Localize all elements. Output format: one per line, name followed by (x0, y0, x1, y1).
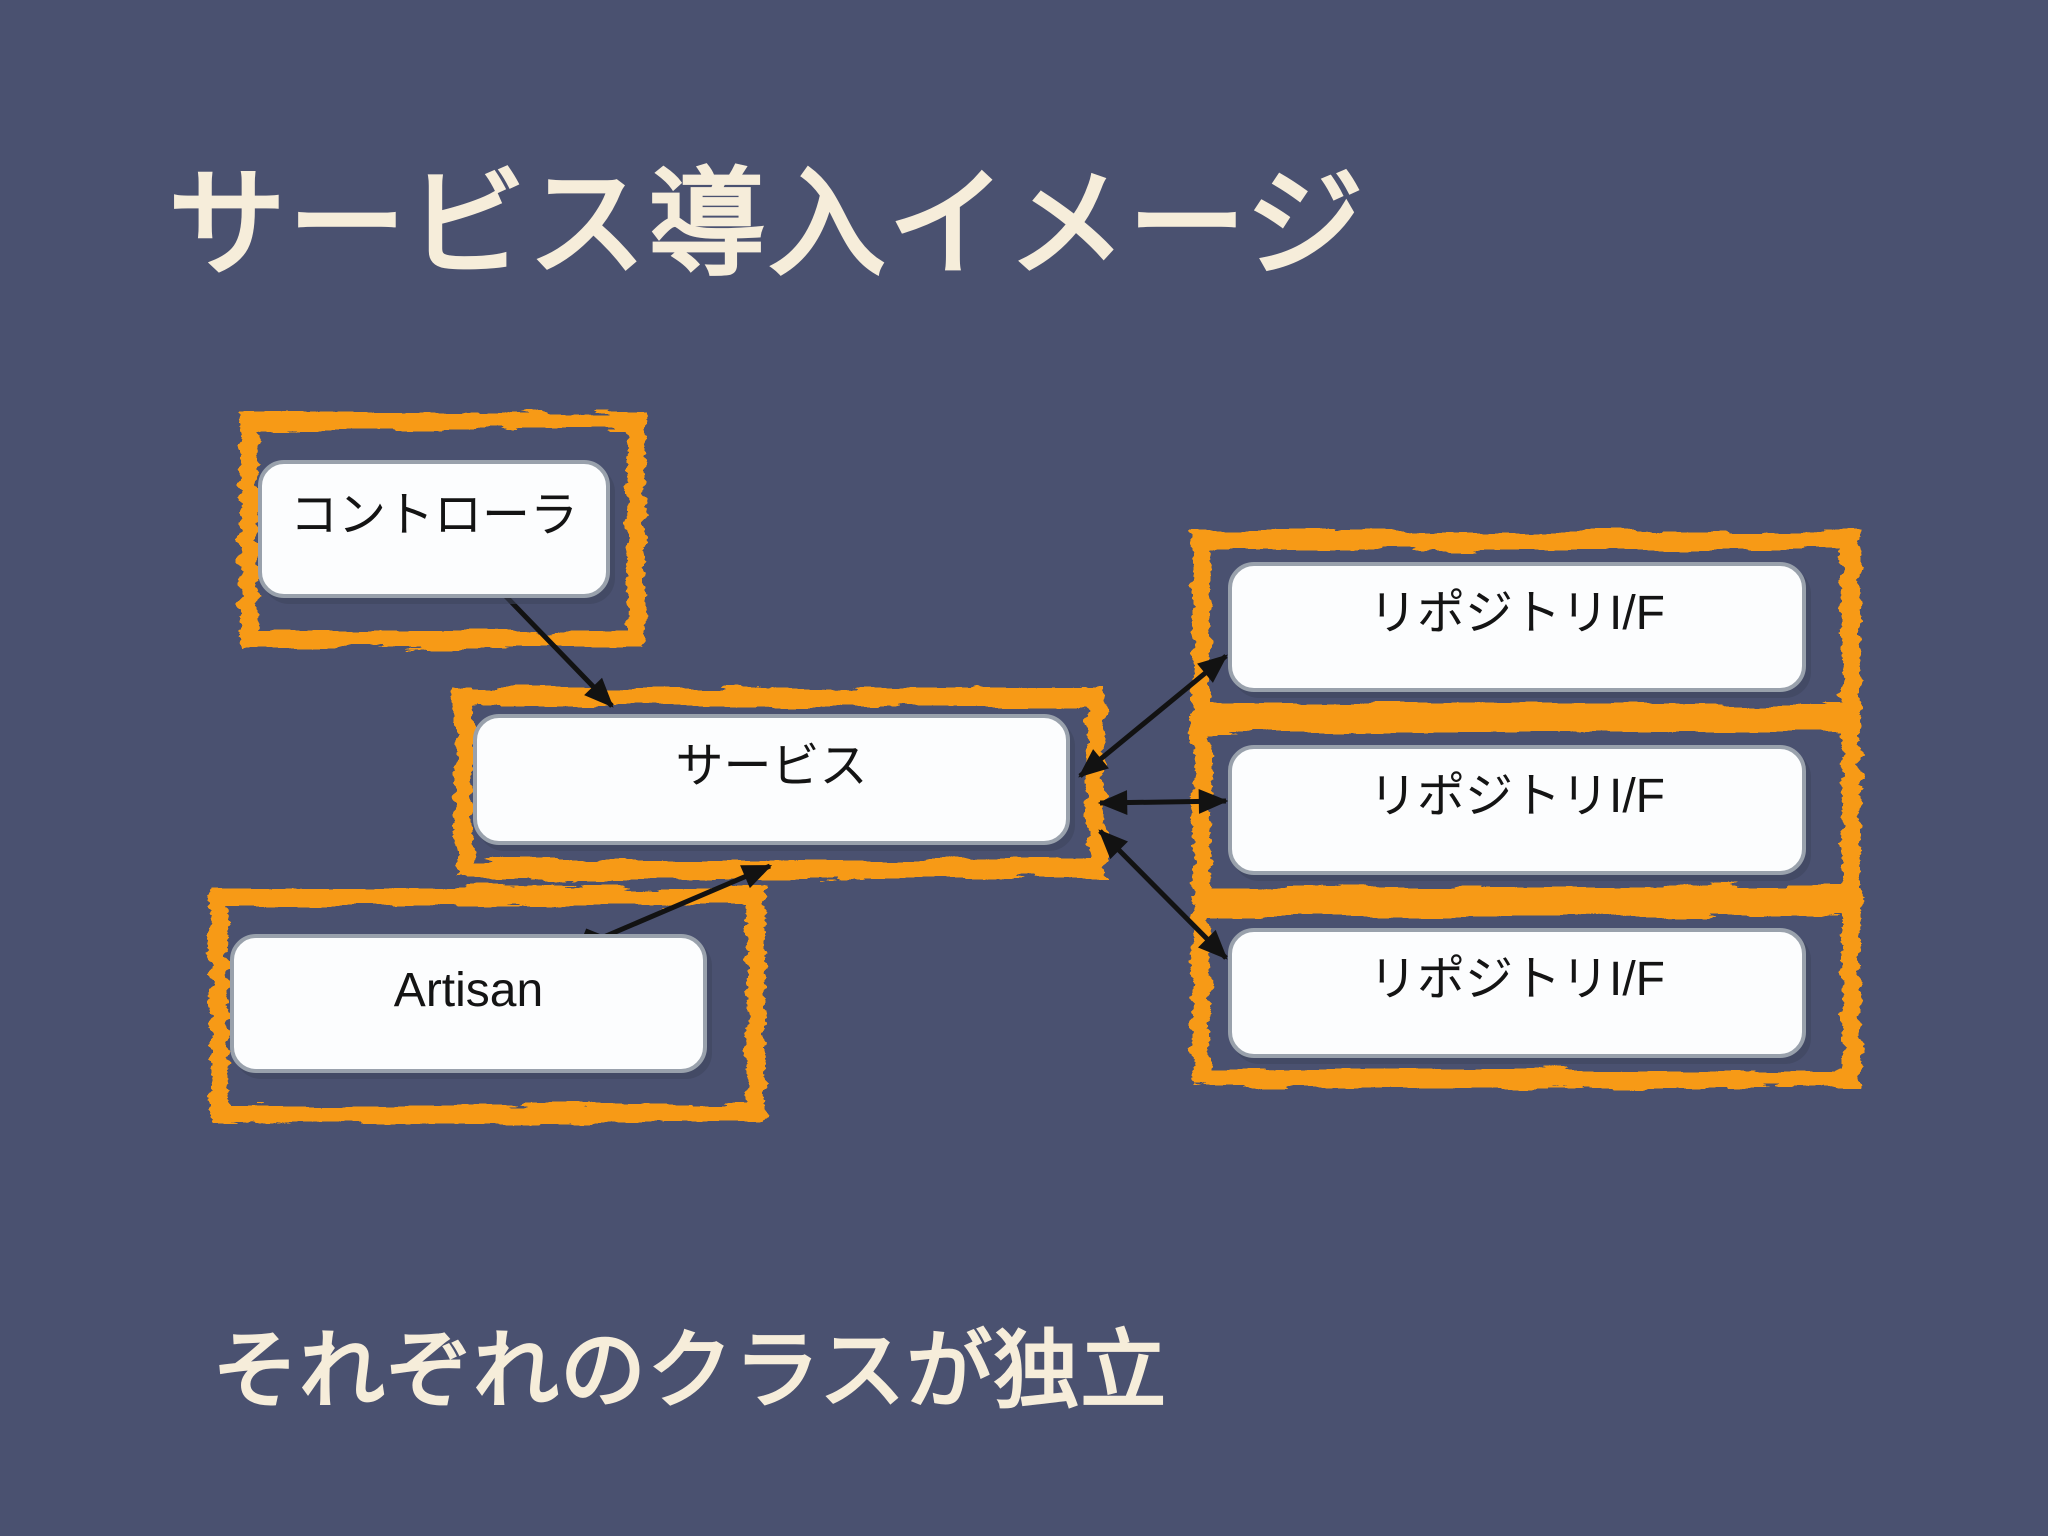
controller-frame (240, 412, 645, 648)
slide-footer: それぞれのクラスが独立 (212, 1323, 1168, 1419)
repository-if-1-frame (1192, 532, 1860, 722)
edge-service-repository-3 (1098, 829, 1228, 960)
slide-title: サービス導入イメージ (168, 159, 1366, 291)
edge-service-repository-1 (1078, 654, 1228, 778)
node-repository-if-2: リポジトリI/F (1228, 745, 1806, 875)
node-controller: コントローラ (258, 460, 610, 598)
edge-controller-service (481, 571, 614, 708)
node-repository-if-2-label: リポジトリI/F (1369, 770, 1665, 823)
repository-if-3-frame (1192, 898, 1860, 1088)
node-repository-if-3-label: リポジトリI/F (1369, 953, 1665, 1006)
node-repository-if-1-label: リポジトリI/F (1369, 587, 1665, 640)
edge-artisan-service (578, 863, 773, 956)
node-repository-if-3: リポジトリI/F (1228, 928, 1806, 1058)
service-frame (455, 688, 1105, 878)
node-controller-label: コントローラ (289, 489, 578, 542)
node-service: サービス (473, 714, 1070, 845)
node-repository-if-1: リポジトリI/F (1228, 562, 1806, 692)
node-service-label: サービス (675, 739, 868, 793)
node-artisan-label: Artisan (393, 963, 544, 1017)
artisan-frame (210, 888, 765, 1123)
node-artisan: Artisan (230, 934, 707, 1073)
edge-service-repository-2 (1097, 788, 1229, 816)
